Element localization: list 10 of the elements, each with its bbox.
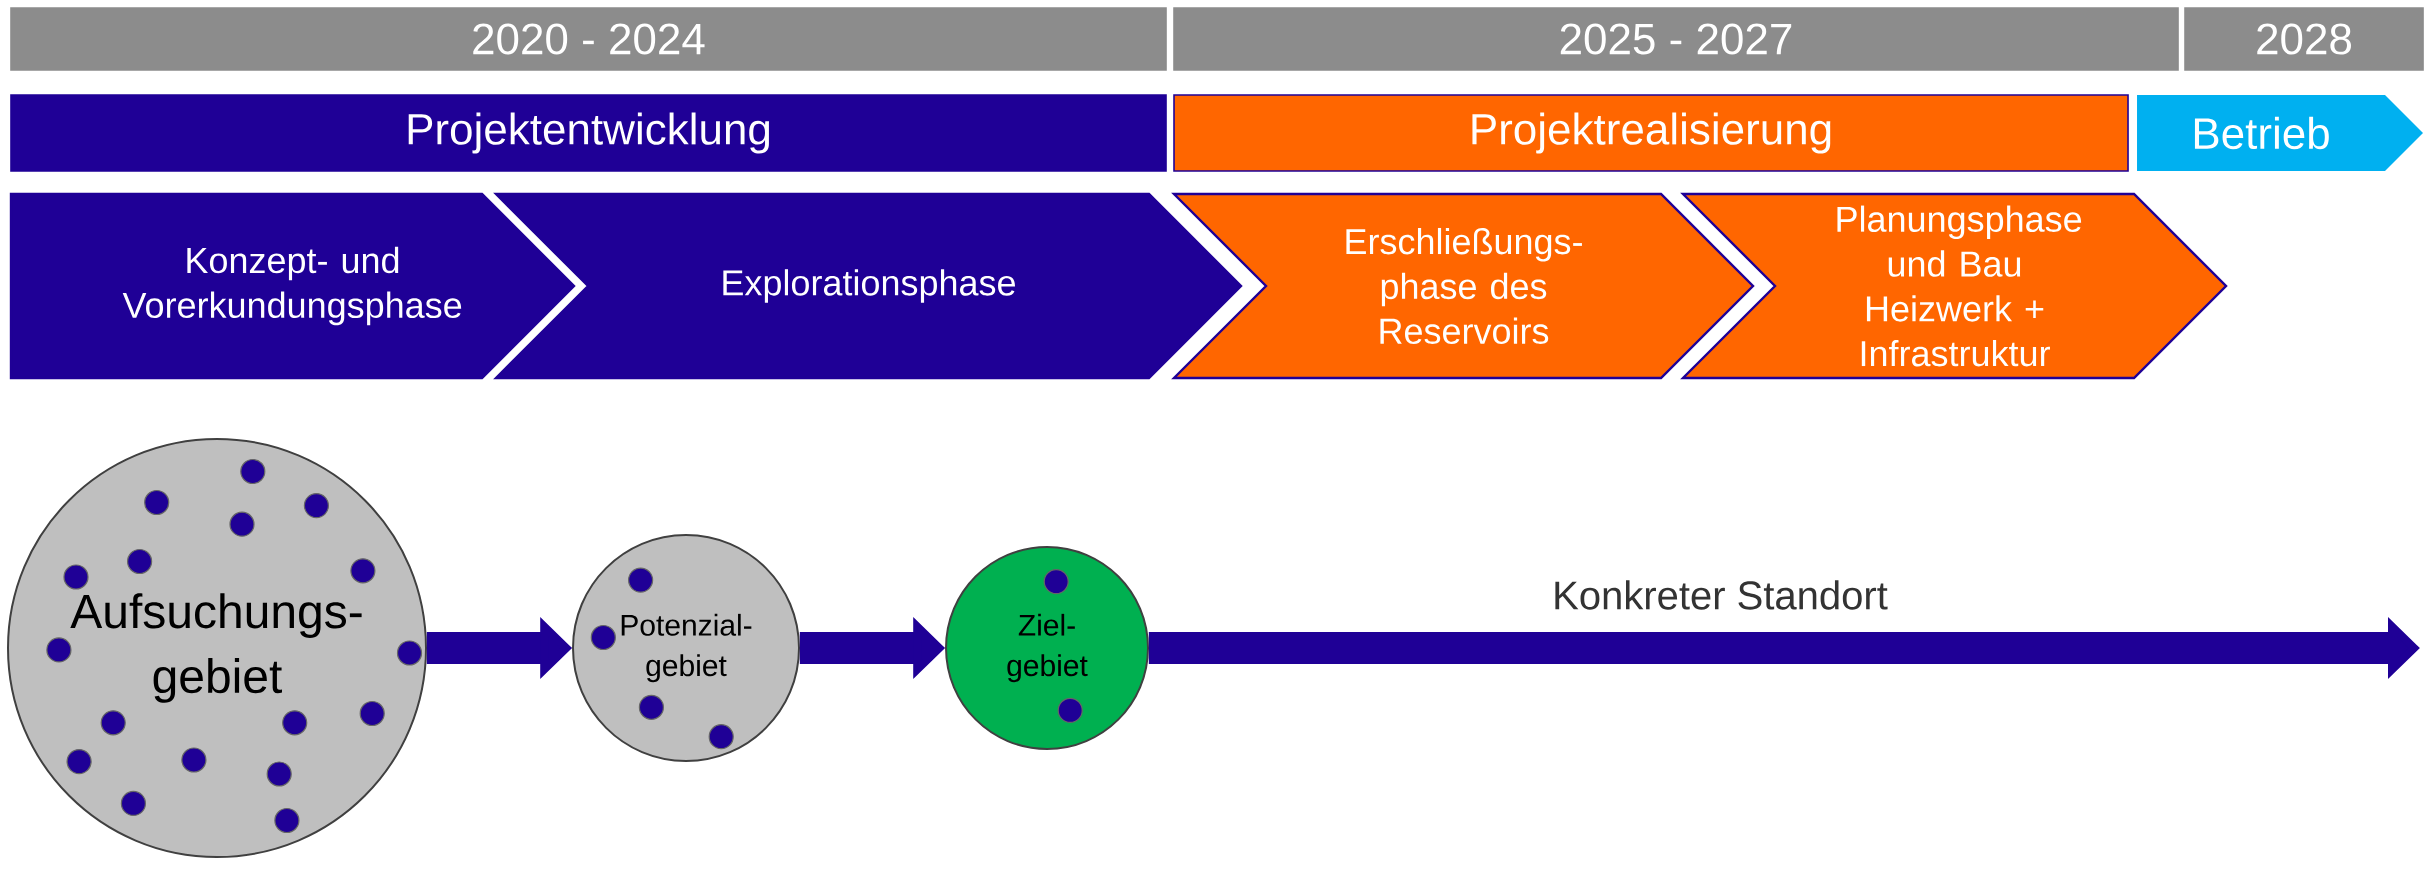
year-bar: 2020 - 2024 <box>10 7 1167 71</box>
phase-box: Explorationsphase <box>493 192 1243 380</box>
phase-bar: Projektentwicklung <box>10 94 1167 172</box>
edge-label: Konkreter Standort <box>1555 580 1888 610</box>
phase-bar: Projektrealisierung <box>1173 94 2129 172</box>
year-bar: 2028 <box>2184 7 2424 71</box>
phase-box: Konzept- und Vorerkundungsphase <box>9 192 576 380</box>
phase-box: Erschließungs- phase des Reservoirs <box>1171 192 1755 380</box>
year-bar: 2025 - 2027 <box>1173 7 2179 71</box>
phase-box: Planungsphase und Bau Heizwerk + Infrastruktur <box>1680 192 2228 380</box>
